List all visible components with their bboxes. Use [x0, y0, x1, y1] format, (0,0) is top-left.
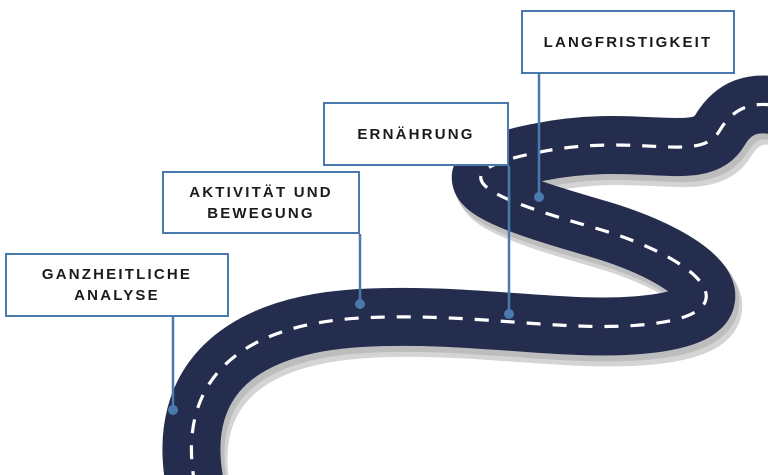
milestone-aktivitaet-und-bewegung: AKTIVITÄT UND BEWEGUNG [162, 171, 360, 234]
milestone-langfristigkeit: LANGFRISTIGKEIT [521, 10, 735, 74]
lane-marking [189, 102, 768, 475]
milestone-ganzheitliche-analyse: GANZHEITLICHE ANALYSE [5, 253, 229, 317]
milestone-label-line: AKTIVITÄT UND [189, 183, 333, 201]
milestone-label-line: BEWEGUNG [207, 204, 315, 222]
milestone-label-line: GANZHEITLICHE [41, 266, 193, 283]
milestone-label-line: ERNÄHRUNG [357, 125, 475, 143]
connector-aktivitaet [355, 234, 365, 309]
connector-analyse [168, 317, 178, 415]
milestone-label-line: LANGFRISTIGKEIT [543, 33, 713, 51]
connector-ernaehrung [504, 166, 514, 319]
connector-langfristigkeit [534, 74, 544, 202]
milestone-label-line: ANALYSE [74, 287, 160, 304]
milestone-ernaehrung: ERNÄHRUNG [323, 102, 509, 166]
